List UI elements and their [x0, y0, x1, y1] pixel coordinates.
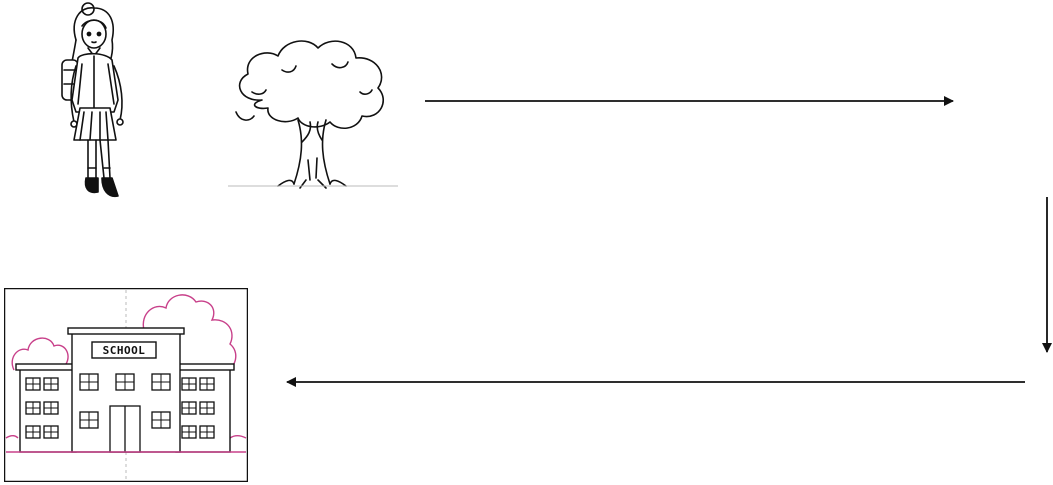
school-building-icon: SCHOOL [4, 288, 248, 482]
tree-icon [228, 40, 398, 189]
girl-with-backpack-icon [61, 2, 124, 198]
school-sign-label: SCHOOL [103, 344, 146, 357]
